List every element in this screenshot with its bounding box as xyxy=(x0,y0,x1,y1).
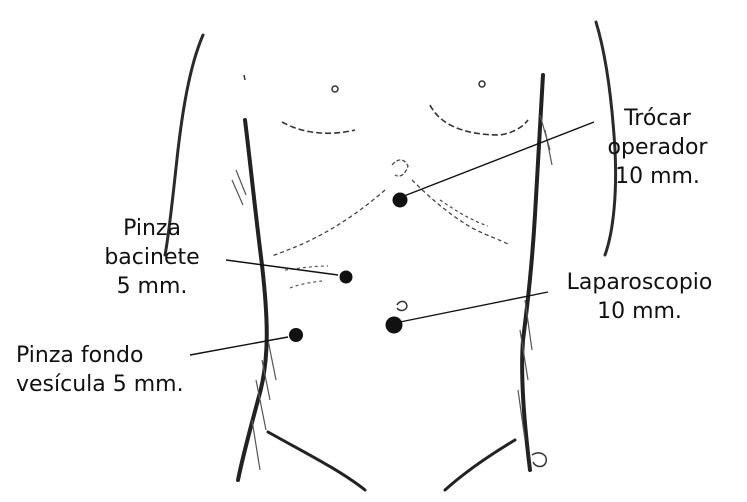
label-pinza-bacinete-line-3: 5 mm. xyxy=(82,272,222,301)
right-costal-margin-inner xyxy=(440,200,488,226)
port-pinza-bacinete xyxy=(340,271,353,284)
port-laparoscopio xyxy=(386,317,403,334)
port-trocar-operador xyxy=(393,193,408,208)
leader-pinza-bacinete xyxy=(226,260,338,275)
flank-shading xyxy=(232,115,552,470)
left-nipple xyxy=(332,86,338,92)
label-trocar-operador-line-2: operador xyxy=(585,133,730,162)
label-pinza-bacinete-line-2: bacinete xyxy=(82,243,222,272)
sternum-tick xyxy=(244,75,245,80)
right-pectoral-line xyxy=(430,105,528,135)
port-pinza-fondo xyxy=(289,328,303,342)
left-groin-line xyxy=(268,432,365,490)
leader-trocar-operador xyxy=(404,122,594,196)
umbilicus-mark xyxy=(397,301,407,310)
label-trocar-operador-line-3: 10 mm. xyxy=(585,162,730,191)
torso-right-contour xyxy=(522,75,543,470)
label-laparoscopio-line-1: Laparoscopio xyxy=(548,268,731,297)
right-nipple xyxy=(479,81,485,87)
xiphoid-outline xyxy=(392,160,408,176)
label-pinza-bacinete: Pinza bacinete 5 mm. xyxy=(82,214,222,301)
right-hip-mark xyxy=(532,453,546,467)
label-trocar-operador-line-1: Trócar xyxy=(585,104,730,133)
right-groin-line xyxy=(445,440,515,490)
label-pinza-bacinete-line-1: Pinza xyxy=(82,214,222,243)
label-laparoscopio: Laparoscopio 10 mm. xyxy=(548,268,731,326)
right-costal-margin xyxy=(412,180,508,244)
left-costal-margin xyxy=(272,190,385,256)
label-pinza-fondo: Pinza fondo vesícula 5 mm. xyxy=(16,341,236,399)
label-pinza-fondo-line-1: Pinza fondo xyxy=(16,341,236,370)
label-trocar-operador: Trócar operador 10 mm. xyxy=(585,104,730,191)
label-laparoscopio-line-2: 10 mm. xyxy=(548,297,731,326)
left-pectoral-line xyxy=(282,122,355,133)
label-pinza-fondo-line-2: vesícula 5 mm. xyxy=(16,370,236,399)
left-abdominal-hatch-2 xyxy=(290,281,322,288)
